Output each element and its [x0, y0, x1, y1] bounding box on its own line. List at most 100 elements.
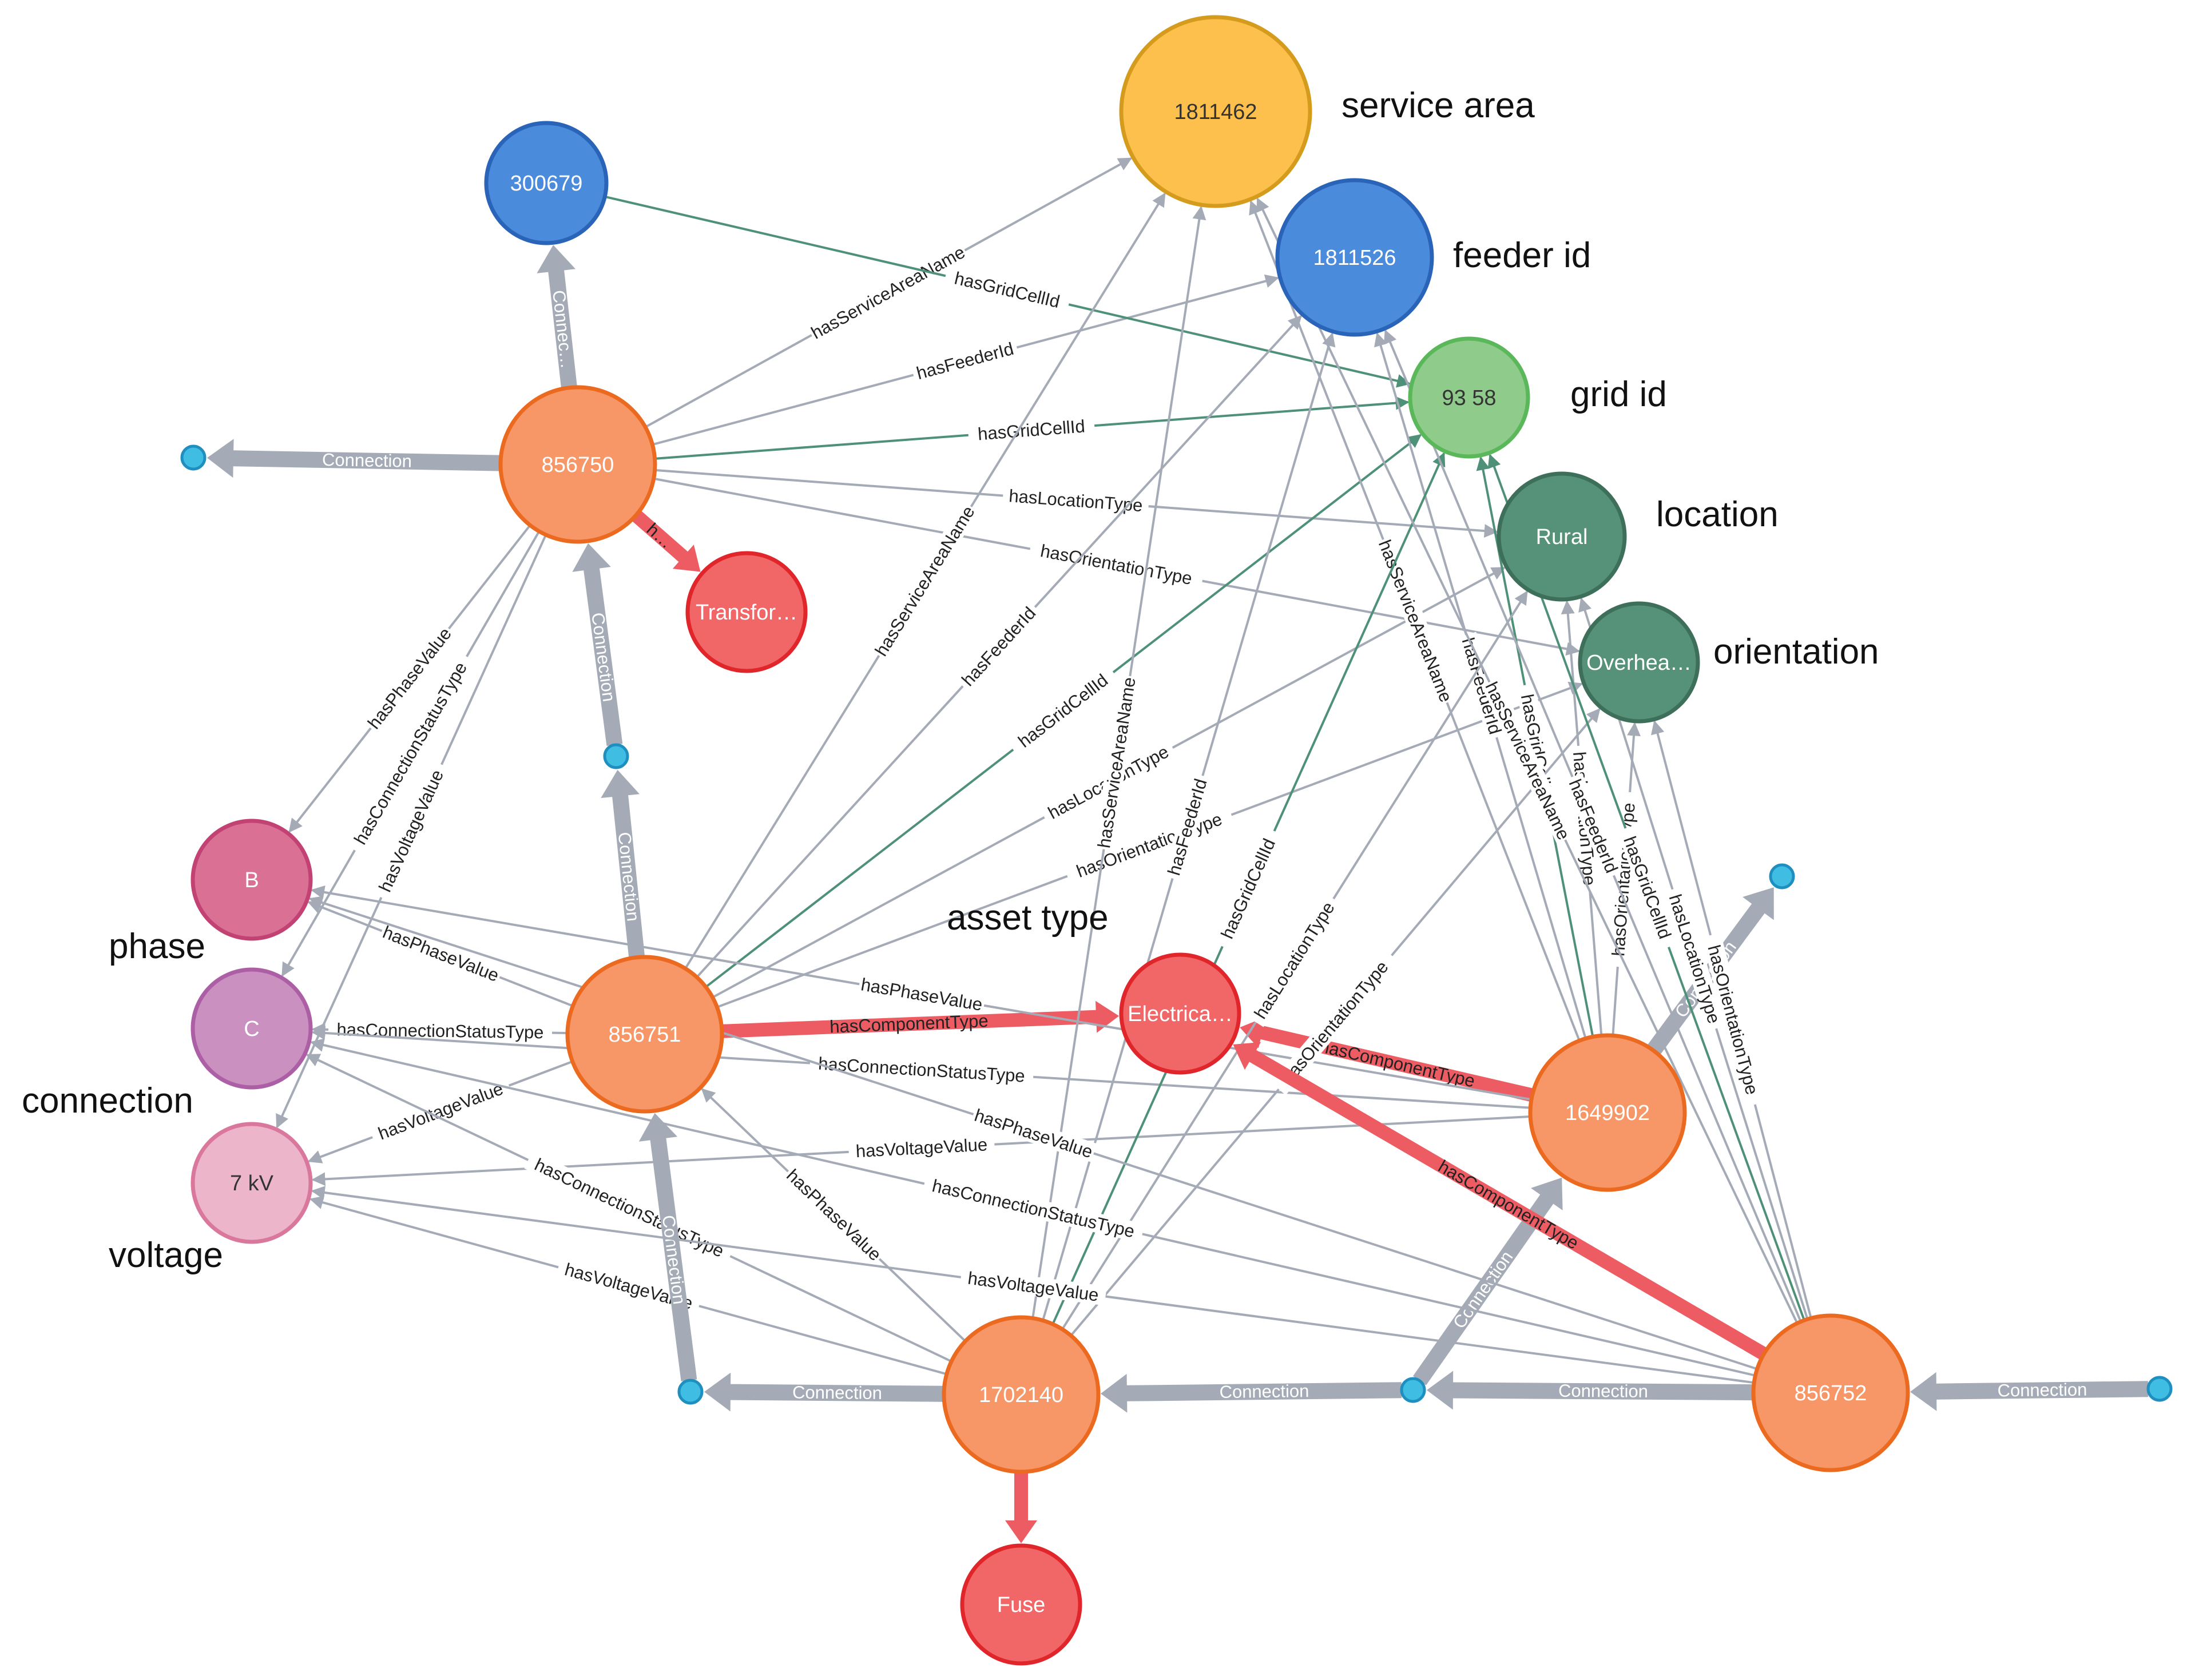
edge-green[interactable]: hasGridCellId [654, 396, 1410, 460]
edge-shaft [601, 769, 645, 959]
edge-label-group: hasConnectionStatusType [524, 1150, 735, 1265]
edge-label-group: hasVoltageValue [959, 1266, 1107, 1306]
node-fuse[interactable]: Fuse [960, 1543, 1082, 1666]
caption-service-area: service area [1341, 86, 1535, 125]
edge-label: hasGridCellId [1014, 670, 1112, 752]
node-circle [190, 819, 313, 941]
edge-plain[interactable]: hasVoltageValue [307, 1060, 573, 1163]
node-c[interactable]: C [190, 967, 313, 1090]
edge-label: Connection [792, 1383, 882, 1403]
edge-label: hasFeederId [958, 603, 1039, 690]
edge-label-group: hasVoltageValue [368, 1076, 513, 1146]
edge-label: hasConnectionStatusType [817, 1054, 1025, 1086]
node-label: 856750 [542, 453, 614, 477]
caption-asset-type: asset type [947, 898, 1109, 938]
node-9358[interactable]: 93 58 [1408, 336, 1530, 459]
edge-conn[interactable]: Connection [572, 543, 623, 746]
edge-label-group: hasPhaseValue [858, 974, 986, 1015]
connector-dot[interactable] [2146, 1376, 2173, 1402]
edge-conn[interactable]: Connection [1101, 1373, 1402, 1413]
connector-dot[interactable] [1769, 863, 1795, 889]
node-label: 1702140 [979, 1383, 1063, 1407]
node-label: B [244, 868, 259, 892]
edge-conn[interactable]: Connection [1427, 1371, 1754, 1410]
edge-shaft [1910, 1372, 2149, 1411]
edge-label: Connection [588, 611, 619, 703]
edge-conn[interactable]: Connection [1910, 1372, 2149, 1411]
node-label: C [244, 1017, 259, 1041]
edge-green[interactable]: hasGridCellId [1051, 452, 1446, 1325]
edge-label-bg [368, 1076, 513, 1146]
node-1702140[interactable]: 1702140 [942, 1315, 1101, 1474]
edge-label-bg [1028, 538, 1204, 590]
connector-dot[interactable] [677, 1379, 704, 1405]
caption-orientation: orientation [1713, 632, 1879, 672]
node-circle [1408, 336, 1530, 459]
edge-conn[interactable]: Connection [601, 769, 645, 959]
edge-label: Connec… [549, 289, 577, 370]
node-circle [190, 1122, 313, 1244]
node-1811462[interactable]: 1811462 [1119, 15, 1312, 208]
edge-label: hasComponentType [829, 1011, 989, 1037]
edge-conn[interactable]: Connection [704, 1372, 944, 1412]
edge-label: Connection [1449, 1247, 1517, 1332]
edge-plain[interactable]: hasPhaseValue [288, 524, 531, 833]
edge-plain[interactable]: hasConnectionStatusType [281, 530, 541, 977]
edge-plain[interactable]: hasServiceAreaName [1031, 205, 1206, 1318]
edge-label: Connection [1558, 1381, 1648, 1401]
edge-label-group: hasFeederId [911, 337, 1019, 384]
node-300679[interactable]: 300679 [484, 121, 609, 245]
edge-plain[interactable]: hasServiceAreaName [1256, 197, 1799, 1324]
edge-plain[interactable]: hasPhaseValue [701, 1088, 966, 1343]
edge-label: Connection [614, 831, 644, 923]
edge-label: hasGridCellId [1217, 836, 1279, 942]
node-1811526[interactable]: 1811526 [1275, 178, 1434, 337]
edge-plain[interactable]: hasVoltageValue [311, 1115, 1531, 1186]
edge-label: hasLocationType [1250, 898, 1339, 1022]
caption-grid-id: grid id [1570, 375, 1667, 414]
edge-conn[interactable]: Connection [638, 1113, 697, 1381]
edge-conn[interactable]: Connec… [537, 245, 577, 389]
edge-label-bg [922, 1173, 1145, 1243]
edge-label: hasPhaseValue [380, 922, 502, 986]
edge-conn[interactable]: Connection [207, 439, 501, 478]
edge-shaft [537, 245, 577, 389]
edge-plain[interactable]: hasServiceAreaName [1249, 200, 1581, 1042]
connector-dot[interactable] [180, 444, 207, 471]
edge-label-bg [346, 651, 475, 855]
edge-label-group: hasGridCellId [943, 265, 1071, 313]
node-electrical[interactable]: Electrica… [1119, 952, 1241, 1075]
edge-label-bg [1515, 683, 1559, 811]
node-transformer[interactable]: Transfor… [685, 551, 808, 673]
node-overhead[interactable]: Overhea… [1578, 601, 1700, 724]
connector-dot[interactable] [603, 743, 629, 769]
edge-label-bg [943, 265, 1071, 313]
edge-comp[interactable] [1005, 1472, 1037, 1543]
edge-label-bg [555, 1257, 702, 1315]
node-circle [1119, 952, 1241, 1075]
edge-label: hasGridCellId [952, 268, 1062, 312]
connector-dot[interactable] [1400, 1377, 1426, 1403]
node-856751[interactable]: 856751 [565, 955, 724, 1114]
node-label: 1649902 [1565, 1101, 1650, 1125]
node-circle [685, 551, 808, 673]
node-856750[interactable]: 856750 [498, 385, 657, 544]
edge-label-bg [1162, 773, 1212, 881]
node-7kv[interactable]: 7 kV [190, 1122, 313, 1244]
edge-comp[interactable]: h… [631, 510, 701, 572]
edge-label-group: hasGridCellId [1213, 827, 1283, 951]
node-rural[interactable]: Rural [1497, 471, 1627, 602]
edge-plain[interactable]: hasFeederId [1042, 332, 1336, 1321]
edge-label-bg [1664, 886, 1726, 1031]
edge-shaft [207, 439, 501, 478]
edge-plain[interactable]: hasPhaseValue [307, 900, 574, 1007]
node-1649902[interactable]: 1649902 [1528, 1033, 1687, 1192]
edge-plain[interactable]: hasLocationType [654, 468, 1498, 538]
edge-label-bg [967, 415, 1096, 444]
node-circle [1119, 15, 1312, 208]
edge-label-bg [955, 600, 1042, 693]
node-856752[interactable]: 856752 [1751, 1313, 1910, 1472]
node-b[interactable]: B [190, 819, 313, 941]
node-label: Fuse [997, 1593, 1045, 1617]
edge-label: hasFeederId [914, 339, 1015, 384]
